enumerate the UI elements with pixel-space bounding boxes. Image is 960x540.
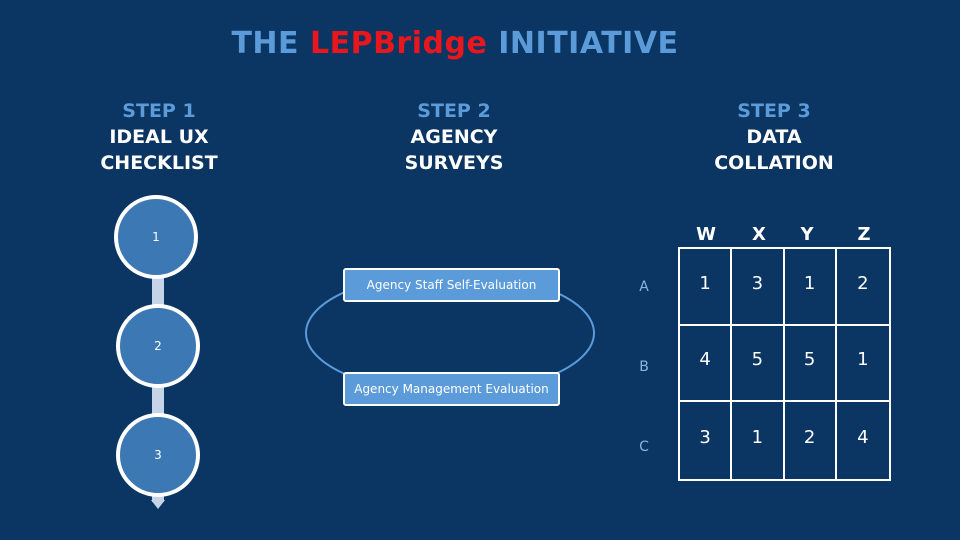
checklist-arrow-icon xyxy=(151,500,165,509)
step-number: STEP 2 xyxy=(417,100,491,122)
title-brand: LEPBridge xyxy=(309,26,488,61)
grid-cell: 1 xyxy=(680,249,733,326)
grid-cell: 5 xyxy=(732,325,785,403)
grid-cell: 4 xyxy=(680,325,733,403)
data-collation-grid: 1 3 1 2 4 5 5 1 3 1 2 4 xyxy=(678,247,891,481)
title-suffix: INITIATIVE xyxy=(487,26,679,61)
survey-management-evaluation: Agency Management Evaluation xyxy=(343,372,560,406)
step-number: STEP 1 xyxy=(122,100,196,122)
step-2-heading: STEP 2 AGENCY SURVEYS xyxy=(334,98,574,176)
grid-column-header: Y xyxy=(800,224,814,245)
page-title: THE LEPBridge INITIATIVE xyxy=(0,26,910,61)
grid-cell: 2 xyxy=(836,249,889,326)
grid-column-header: X xyxy=(752,224,766,245)
checklist-node: 3 xyxy=(116,413,200,497)
title-prefix: THE xyxy=(231,26,310,61)
grid-cell: 5 xyxy=(784,325,837,403)
grid-cell: 1 xyxy=(836,326,889,403)
step-number: STEP 3 xyxy=(737,100,811,122)
survey-staff-self-evaluation: Agency Staff Self-Evaluation xyxy=(343,268,560,302)
step-name-line1: DATA xyxy=(746,126,802,148)
grid-cell: 2 xyxy=(785,402,837,479)
grid-cell: 3 xyxy=(732,249,785,326)
checklist-node: 2 xyxy=(116,304,200,388)
grid-row-header: B xyxy=(639,359,649,375)
grid-cell: 1 xyxy=(732,402,785,479)
grid-row-header: C xyxy=(639,439,649,455)
step-name-line2: SURVEYS xyxy=(404,152,504,174)
grid-column-header: W xyxy=(696,224,716,245)
grid-cell: 1 xyxy=(784,249,837,326)
grid-cell: 4 xyxy=(857,427,869,449)
step-3-heading: STEP 3 DATA COLLATION xyxy=(654,98,894,176)
checklist-node: 1 xyxy=(114,195,198,279)
step-name-line2: CHECKLIST xyxy=(100,152,218,174)
step-1-heading: STEP 1 IDEAL UX CHECKLIST xyxy=(39,98,279,176)
grid-row-header: A xyxy=(639,279,649,295)
step-name-line2: COLLATION xyxy=(714,152,834,174)
grid-cell: 3 xyxy=(680,402,733,479)
step-name-line1: IDEAL UX xyxy=(109,126,209,148)
grid-column-header: Z xyxy=(857,224,871,245)
step-name-line1: AGENCY xyxy=(410,126,498,148)
